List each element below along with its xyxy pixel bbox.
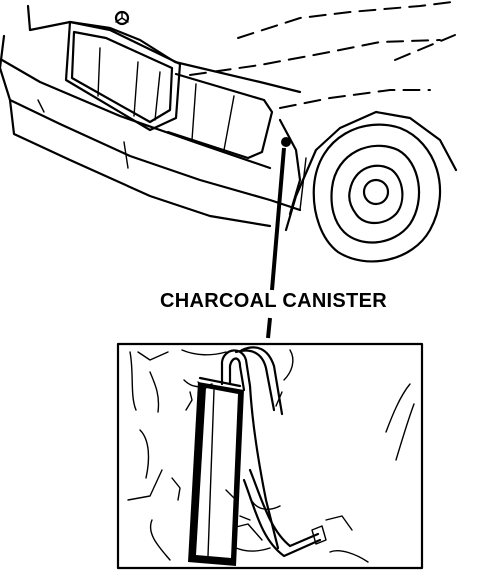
headlamp — [166, 72, 274, 160]
star-emblem-icon — [114, 10, 130, 26]
leader-line — [266, 137, 291, 339]
callout-label: CHARCOAL CANISTER — [160, 290, 387, 312]
car-front — [0, 1, 458, 339]
detail-inset — [116, 342, 424, 570]
bumper — [0, 34, 302, 228]
wheel — [312, 123, 442, 263]
canister-hoses — [220, 346, 327, 558]
grille — [64, 20, 182, 132]
charcoal-canister — [188, 376, 244, 566]
